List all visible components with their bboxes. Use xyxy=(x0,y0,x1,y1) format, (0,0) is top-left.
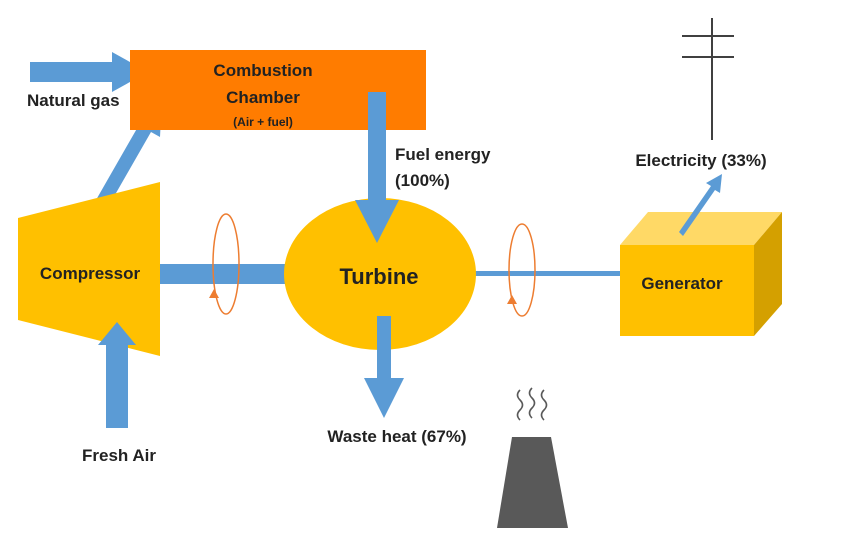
generator xyxy=(620,212,782,336)
utility-pole-icon xyxy=(682,18,734,140)
electricity-label: Electricity (33%) xyxy=(635,151,766,170)
compressor xyxy=(18,182,160,356)
electricity-arrow xyxy=(679,174,722,236)
waste-heat-arrow xyxy=(364,316,404,418)
fresh-air-arrow xyxy=(98,322,136,428)
combustion-chamber-title-2: Chamber xyxy=(226,88,300,107)
turbine xyxy=(284,198,476,350)
rotation-indicator-left xyxy=(209,213,240,315)
waste-heat-label: Waste heat (67%) xyxy=(327,427,466,446)
turbine-generator-shaft xyxy=(470,271,620,276)
fuel-energy-label-1: Fuel energy xyxy=(395,145,491,164)
natural-gas-label: Natural gas xyxy=(27,91,120,110)
natural-gas-arrow xyxy=(30,52,148,92)
fresh-air-label: Fresh Air xyxy=(82,446,156,465)
compressor-label: Compressor xyxy=(40,264,141,283)
combustion-chamber-subtitle: (Air + fuel) xyxy=(233,115,293,129)
fuel-energy-arrow xyxy=(355,92,399,243)
fuel-energy-label-2: (100%) xyxy=(395,171,450,190)
generator-label: Generator xyxy=(641,274,723,293)
turbine-label: Turbine xyxy=(339,264,418,289)
compressor-turbine-shaft xyxy=(160,264,290,284)
rotation-indicator-right xyxy=(507,223,536,317)
chimney-icon xyxy=(497,387,568,528)
combustion-chamber-title-1: Combustion xyxy=(213,61,312,80)
